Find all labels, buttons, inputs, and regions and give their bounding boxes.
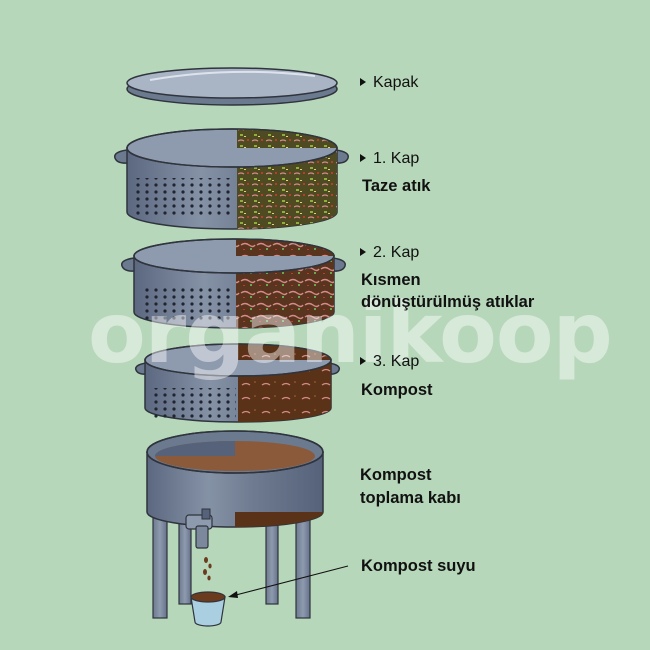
tap-icon: [185, 508, 213, 549]
tier2-bin: [121, 238, 346, 329]
label-tier2-text: 2. Kap: [373, 244, 420, 261]
label-tier3-text: 3. Kap: [373, 353, 420, 370]
pointer-triangle-icon: [360, 78, 366, 86]
pointer-triangle-icon: [360, 154, 366, 162]
label-tier1: 1. Kap: [360, 149, 419, 168]
liquid-cup: [190, 591, 226, 627]
label-tier3: 3. Kap: [360, 352, 419, 371]
pointer-triangle-icon: [360, 248, 366, 256]
tier1-bin: [114, 128, 349, 230]
liquid-pointer-arrow: [228, 565, 349, 598]
label-collector-line2: toplama kabı: [360, 489, 461, 507]
watermark: organikoop: [88, 284, 613, 382]
label-lid: Kapak: [360, 73, 418, 92]
label-lid-text: Kapak: [373, 74, 419, 91]
label-tier2-desc-line1: Kısmen: [361, 271, 421, 289]
collector-bin: [146, 430, 324, 619]
label-tier1-text: 1. Kap: [373, 150, 420, 167]
label-collector-line1: Kompost: [360, 466, 432, 484]
drip-drops: [203, 557, 212, 581]
tier3-bin: [134, 343, 341, 423]
label-tier2-desc-line2: dönüştürülmüş atıklar: [361, 293, 535, 311]
label-tier3-desc: Kompost: [361, 381, 433, 399]
label-tier1-desc: Taze atık: [362, 177, 431, 195]
label-tier2: 2. Kap: [360, 243, 419, 262]
label-liquid: Kompost suyu: [361, 557, 476, 575]
pointer-triangle-icon: [360, 357, 366, 365]
lid: [126, 67, 338, 106]
